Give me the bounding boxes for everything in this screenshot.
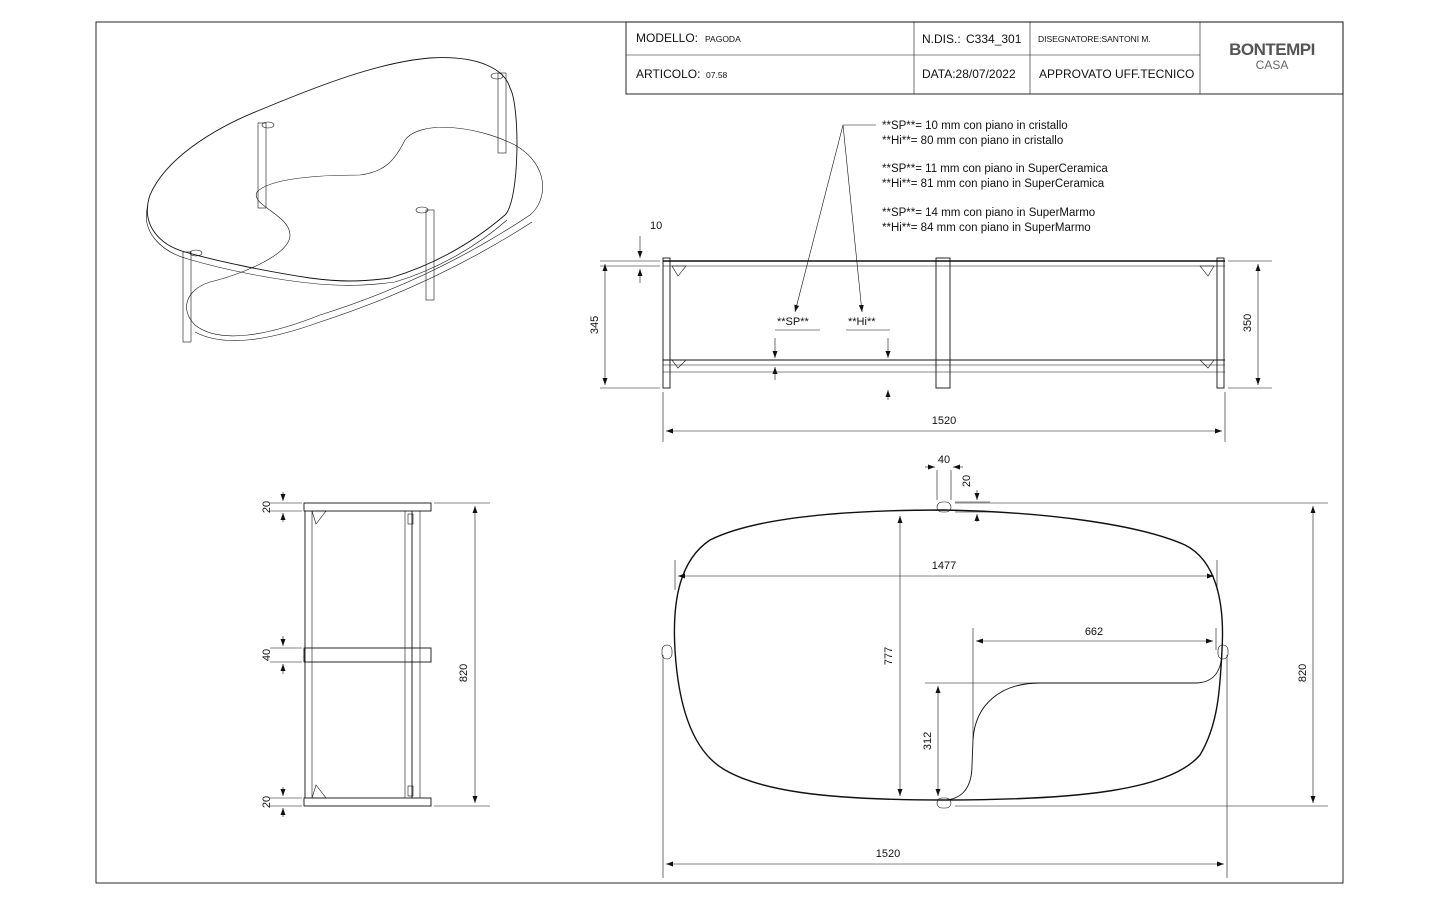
data-text: DATA:28/07/2022: [922, 67, 1016, 81]
modello-value: PAGODA: [705, 34, 741, 44]
dim-side-top: 20: [261, 501, 273, 513]
front-leg-mid: [935, 257, 951, 389]
note-line: **Hi**= 81 mm con piano in SuperCeramica: [882, 178, 1105, 190]
iso-leg: [182, 251, 192, 343]
front-leg-right: [1216, 257, 1225, 389]
iso-leg: [425, 209, 435, 301]
note-line: **SP**= 10 mm con piano in cristallo: [882, 120, 1068, 132]
plan-view: 40 20 1477 777 662 312 820 152: [661, 454, 1328, 878]
dim-inner-depth: 777: [883, 647, 895, 665]
dim-foot-width: 40: [938, 454, 950, 466]
iso-leg: [497, 72, 507, 154]
brand-sub: CASA: [1256, 58, 1289, 72]
dim-side-bottom: 20: [261, 796, 273, 808]
dim-side-depth: 820: [458, 664, 470, 682]
ndis-value: C334_301: [966, 32, 1022, 46]
articolo-value: 07.58: [706, 70, 728, 80]
brand-logo: BONTEMPI: [1229, 40, 1315, 59]
iso-lower-shelf: [186, 126, 543, 337]
note-line: **Hi**= 80 mm con piano in cristallo: [882, 135, 1063, 147]
front-leg-left: [662, 257, 671, 389]
dim-inner-width: 1477: [932, 560, 956, 572]
sheet-border: [95, 21, 1344, 884]
plan-foot: [661, 644, 673, 660]
note-line: **Hi**= 84 mm con piano in SuperMarmo: [882, 222, 1091, 234]
note-line: **SP**= 14 mm con piano in SuperMarmo: [882, 207, 1095, 219]
material-notes: **SP**= 10 mm con piano in cristallo **H…: [794, 120, 1108, 313]
dim-height-right: 350: [1242, 314, 1254, 332]
disegnatore-text: DISEGNATORE:SANTONI M.: [1038, 34, 1151, 44]
plan-shelf-cutout: [942, 649, 1223, 801]
plan-foot: [936, 501, 952, 513]
plan-top-outline: [673, 509, 1224, 801]
plan-foot: [936, 797, 952, 809]
dim-width-front: 1520: [932, 415, 956, 427]
dim-plan-depth: 820: [1297, 664, 1309, 682]
isometric-view: [146, 57, 543, 343]
dim-foot-height: 20: [961, 475, 973, 487]
label-hi: **Hi**: [848, 316, 876, 328]
approvato-text: APPROVATO UFF.TECNICO: [1039, 67, 1194, 81]
articolo-label: ARTICOLO:: [636, 67, 700, 81]
side-view: 20 40 20 820: [261, 492, 490, 817]
dim-height-left: 345: [589, 316, 601, 334]
dim-cutout-width: 662: [1085, 626, 1103, 638]
dim-side-mid: 40: [261, 649, 273, 661]
title-block: MODELLO: PAGODA N.DIS.: C334_301 DISEGNA…: [625, 21, 1344, 95]
ndis-label: N.DIS.:: [922, 32, 961, 46]
front-view: 10 345 350 **SP** **Hi** 1520: [589, 220, 1272, 442]
dim-plan-width: 1520: [876, 848, 900, 860]
plan-foot: [1217, 644, 1229, 660]
label-sp: **SP**: [777, 316, 810, 328]
dim-cutout-height: 312: [922, 732, 934, 750]
iso-top-glass: [146, 57, 518, 282]
dim-top-thickness: 10: [650, 220, 662, 232]
modello-label: MODELLO:: [636, 31, 698, 45]
note-line: **SP**= 11 mm con piano in SuperCeramica: [882, 163, 1108, 175]
iso-leg: [257, 122, 267, 209]
